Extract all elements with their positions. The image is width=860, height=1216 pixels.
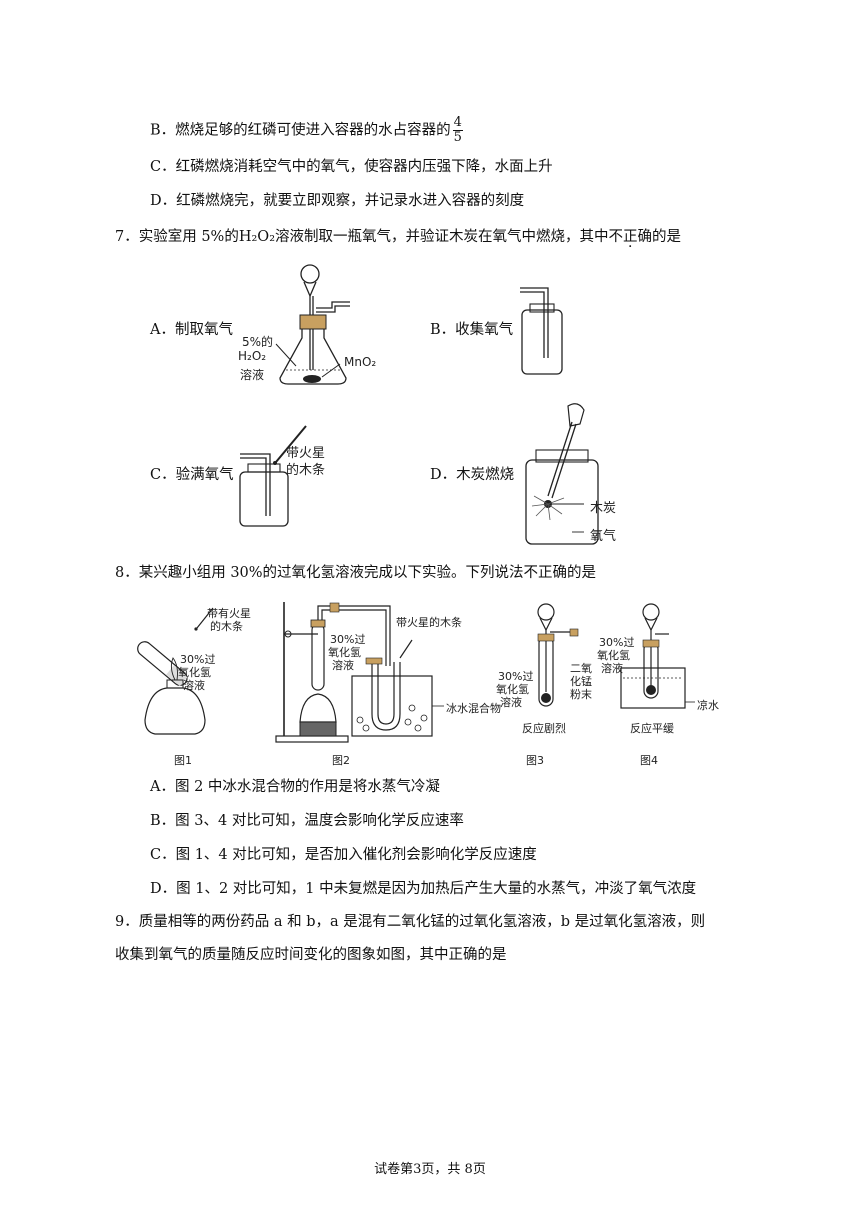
q8-f4-label-1: 30%过 bbox=[599, 636, 635, 649]
q7-a-label-solution: 溶液 bbox=[240, 368, 265, 382]
q8-f4-label-3: 溶液 bbox=[601, 662, 623, 675]
page-footer: 试卷第3页，共 8页 bbox=[374, 1162, 486, 1177]
q8-f3-label-3: 溶液 bbox=[500, 696, 522, 709]
q6-option-b-text: B．燃烧足够的红磷可使进入容器的水占容器的 bbox=[150, 122, 451, 139]
q8-f3-label-5: 化锰 bbox=[570, 675, 592, 688]
q8-f1-label-1: 带有火星 bbox=[207, 607, 251, 620]
q7-stem: 7．实验室用 5%的H₂O₂溶液制取一瓶氧气，并验证木炭在氧气中燃烧，其中不正确… bbox=[115, 227, 681, 247]
q8-f1-label-5: 溶液 bbox=[183, 679, 205, 692]
q8-figure-3 bbox=[537, 603, 579, 707]
q7-stem-emphasis: 不正确 bbox=[609, 229, 653, 245]
q7-figure-a-flask bbox=[275, 264, 350, 385]
q8-f3-label-1: 30%过 bbox=[498, 670, 534, 683]
q7-option-d: D．木炭燃烧 bbox=[430, 467, 515, 483]
q7-c-label-splint-1: 带火星 bbox=[286, 446, 326, 461]
q6-option-c: C．红磷燃烧消耗空气中的氧气，使容器内压强下降，水面上升 bbox=[150, 159, 553, 175]
q8-f1-label-3: 30%过 bbox=[180, 653, 216, 666]
q8-option-c: C．图 1、4 对比可知，是否加入催化剂会影响化学反应速度 bbox=[150, 847, 537, 863]
q8-option-a: A．图 2 中冰水混合物的作用是将水蒸气冷凝 bbox=[150, 779, 440, 795]
q7-stem-part: 7．实验室用 5%的 bbox=[115, 229, 239, 245]
q7-d-label-charcoal: 木炭 bbox=[590, 501, 617, 516]
q8-f2-label-5: 冰水混合物 bbox=[446, 702, 501, 715]
q7-stem-part: 的是 bbox=[652, 229, 682, 245]
q7-option-a: A．制取氧气 bbox=[150, 322, 233, 338]
fraction-numerator: 4 bbox=[452, 115, 463, 131]
q8-figure-1-caption: 图1 bbox=[174, 754, 192, 767]
q8-f2-label-4: 带火星的木条 bbox=[396, 616, 462, 629]
q8-option-b: B．图 3、4 对比可知，温度会影响化学反应速率 bbox=[150, 813, 464, 829]
fraction-denominator: 5 bbox=[453, 130, 462, 145]
q6-option-d: D．红磷燃烧完，就要立即观察，并记录水进入容器的刻度 bbox=[150, 193, 525, 209]
q8-figure-4-caption: 图4 bbox=[640, 754, 658, 767]
q7-figure-d-bottle bbox=[525, 403, 599, 545]
q8-f2-label-3: 溶液 bbox=[332, 659, 354, 672]
q9-stem-line-1: 9．质量相等的两份药品 a 和 b，a 是混有二氧化锰的过氧化氢溶液，b 是过氧… bbox=[115, 914, 706, 930]
q8-f4-label-4: 凉水 bbox=[697, 699, 719, 712]
q8-f3-label-6: 粉末 bbox=[570, 688, 592, 701]
q7-c-label-splint-2: 的木条 bbox=[286, 463, 326, 478]
q8-f3-label-2: 氧化氢 bbox=[496, 683, 529, 696]
q8-figure-2 bbox=[275, 602, 444, 743]
q7-d-label-oxygen: 氧气 bbox=[590, 529, 617, 544]
q8-option-d: D．图 1、2 对比可知，1 中未复燃是因为加热后产生大量的水蒸气，冲淡了氧气浓… bbox=[150, 881, 697, 897]
q7-stem-part: 溶液制取一瓶氧气，并验证木炭在氧气中燃烧，其中 bbox=[275, 229, 609, 245]
q8-figure-4 bbox=[620, 603, 695, 709]
q7-a-label-concentration: 5%的 bbox=[242, 335, 274, 349]
q8-f2-label-1: 30%过 bbox=[330, 633, 366, 646]
q8-stem: 8．某兴趣小组用 30%的过氧化氢溶液完成以下实验。下列说法不正确的是 bbox=[115, 565, 597, 581]
q8-figure-2-caption: 图2 bbox=[332, 754, 350, 767]
q7-stem-formula: H₂O₂ bbox=[238, 229, 276, 245]
q8-f3-label-7: 反应剧烈 bbox=[522, 722, 566, 735]
q8-figure-3-caption: 图3 bbox=[526, 754, 544, 767]
q7-option-c: C．验满氧气 bbox=[150, 467, 234, 483]
q8-f3-label-4: 二氧 bbox=[570, 662, 592, 675]
q8-f4-label-2: 氧化氢 bbox=[597, 649, 630, 662]
q8-f1-label-2: 的木条 bbox=[210, 620, 243, 633]
q7-a-label-formula: H₂O₂ bbox=[238, 349, 267, 363]
q7-a-label-catalyst: MnO₂ bbox=[344, 355, 377, 369]
q8-f4-label-5: 反应平缓 bbox=[630, 722, 674, 735]
q7-figure-b-bottle bbox=[520, 287, 563, 375]
q8-f1-label-4: 氧化氢 bbox=[178, 666, 211, 679]
q7-option-b: B．收集氧气 bbox=[430, 322, 514, 338]
q8-figure-1 bbox=[137, 607, 214, 735]
q9-stem-line-2: 收集到氧气的质量随反应时间变化的图象如图，其中正确的是 bbox=[115, 947, 507, 963]
q8-f2-label-2: 氧化氢 bbox=[328, 646, 361, 659]
q7-figure-c-bottle bbox=[239, 425, 307, 527]
